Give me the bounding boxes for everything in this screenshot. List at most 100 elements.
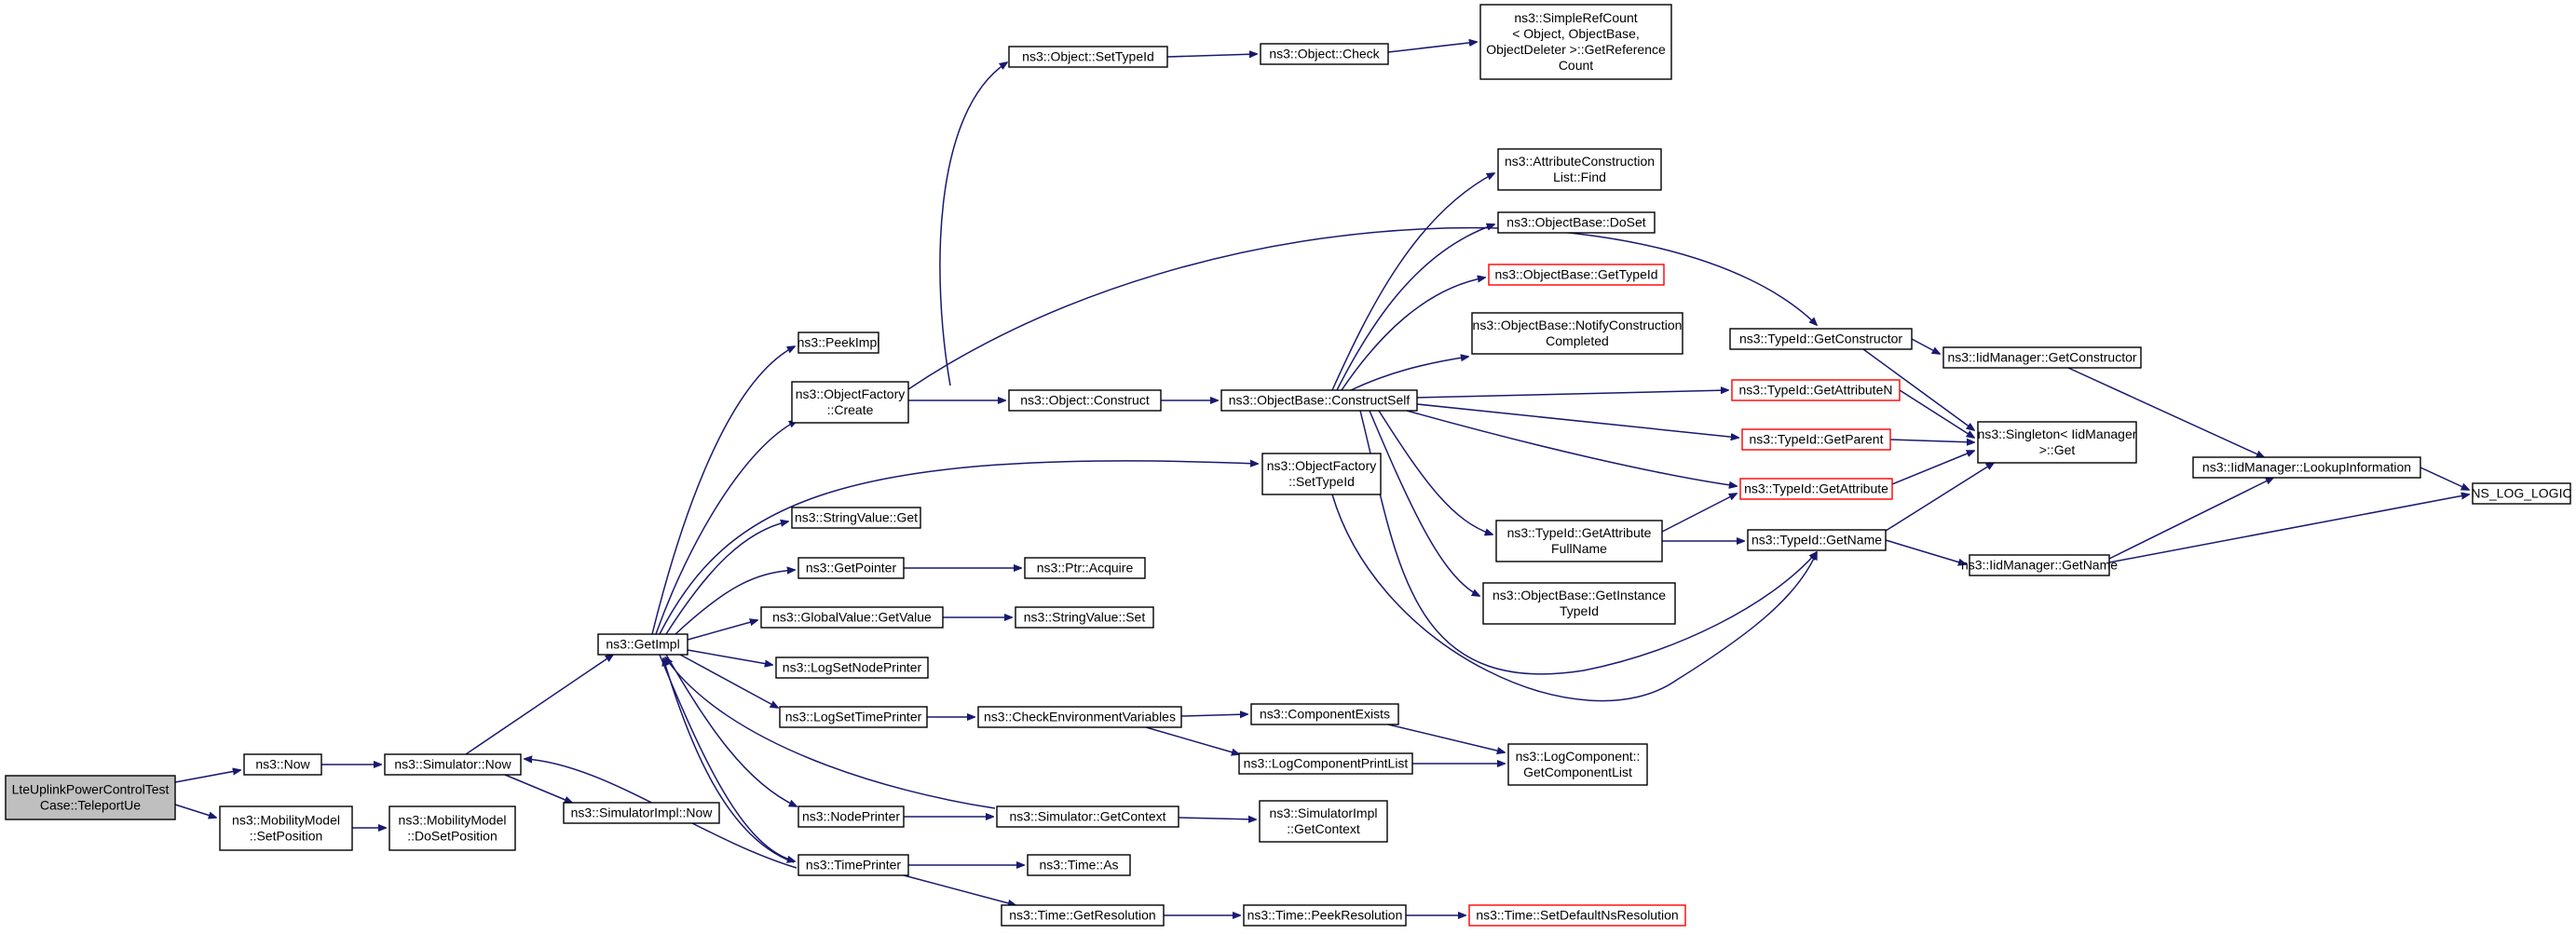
node-box [1731,379,1901,401]
node-peekimpl[interactable]: ns3::PeekImpl [797,332,880,354]
node-lognode[interactable]: ns3::LogSetNodePrinter [775,657,929,679]
node-label: ::SetTypeId [1288,474,1355,489]
node-label: ns3::LogSetTimePrinter [785,710,922,724]
node-label: ns3::Object::Construct [1020,393,1150,408]
node-box [1001,904,1165,927]
node-mmset[interactable]: ns3::MobilityModel::SetPosition [219,805,353,851]
node-iidlookup[interactable]: ns3::IidManager::LookupInformation [2192,456,2421,479]
node-gvgetvalue[interactable]: ns3::GlobalValue::GetValue [760,606,944,629]
node-now[interactable]: ns3::Now [243,753,322,776]
edge-tidgetparent-to-singleton [1889,440,1974,442]
node-ofsettid[interactable]: ns3::ObjectFactory::SetTypeId [1261,453,1382,495]
node-obgettid[interactable]: ns3::ObjectBase::GetTypeId [1488,264,1665,286]
node-timeprinter[interactable]: ns3::TimePrinter [797,854,909,876]
node-simimplctx[interactable]: ns3::SimulatorImpl::GetContext [1259,800,1388,843]
node-label: LteUplinkPowerControlTest [12,782,170,797]
node-logcomplist[interactable]: ns3::LogComponentPrintList [1238,752,1413,775]
edge-line [2067,367,2264,457]
node-srcget[interactable]: ns3::SimpleRefCount< Object, ObjectBase,… [1479,4,1672,80]
node-obdoset[interactable]: ns3::ObjectBase::DoSet [1497,211,1656,234]
node-mmdoset[interactable]: ns3::MobilityModel::DoSetPosition [388,805,516,851]
node-obconstructself[interactable]: ns3::ObjectBase::ConstructSelf [1220,389,1418,412]
node-timesetdef[interactable]: ns3::Time::SetDefaultNsResolution [1468,904,1686,927]
node-box [1015,606,1154,629]
node-box [1969,554,2110,576]
node-label: ns3::SimulatorImpl [1270,805,1378,820]
edge-obconstructself-to-tidgetparent [1416,403,1738,438]
node-label: ns3::Time::SetDefaultNsResolution [1476,908,1678,923]
node-timepeekres[interactable]: ns3::Time::PeekResolution [1243,904,1407,927]
node-label: ns3::ObjectFactory [1267,458,1377,473]
node-ofcreate[interactable]: ns3::ObjectFactory::Create [791,381,909,424]
edge-line [2108,494,2469,563]
edge-objsettid-to-objcheck [1166,54,1257,57]
edge-line [1180,714,1247,716]
node-box [1495,520,1663,562]
node-nslog[interactable]: NS_LOG_LOGIC [2471,482,2572,505]
node-label: ns3::MobilityModel [232,813,340,828]
node-iidgetctor[interactable]: ns3::IidManager::GetConstructor [1942,346,2142,369]
edge-getimpl-to-strget [665,521,788,635]
node-label: ::DoSetPosition [407,829,497,844]
edge-line [465,655,613,755]
edge-line [659,461,1258,635]
node-objsettid[interactable]: ns3::Object::SetTypeId [1008,46,1168,68]
node-box [760,606,944,629]
node-box [797,557,905,579]
node-tidgetattr[interactable]: ns3::TypeId::GetAttribute [1739,478,1893,500]
node-label: ns3::CheckEnvironmentVariables [984,710,1176,724]
node-label: ns3::SimpleRefCount [1514,10,1637,25]
node-root[interactable]: LteUplinkPowerControlTestCase::TeleportU… [5,775,176,820]
node-objconstruct[interactable]: ns3::Object::Construct [1008,389,1162,412]
node-box [1008,46,1168,68]
node-label: ns3::LogSetNodePrinter [783,660,922,675]
node-objcheck[interactable]: ns3::Object::Check [1260,43,1389,65]
node-box [563,802,720,824]
node-strset[interactable]: ns3::StringValue::Set [1015,606,1154,629]
edge-ofsettid-to-tidgetname [1331,494,1817,702]
edge-getimpl-to-lognode [687,649,772,665]
node-box [384,753,522,776]
node-tidgetparent[interactable]: ns3::TypeId::GetParent [1741,428,1891,451]
node-getimpl[interactable]: ns3::GetImpl [597,633,688,656]
edge-getimpl-to-logtime [679,654,778,708]
node-singleton[interactable]: ns3::Singleton< IidManager>::Get [1977,421,2137,464]
node-lcgetlist[interactable]: ns3::LogComponent::GetComponentList [1507,743,1648,786]
node-nodeprinter[interactable]: ns3::NodePrinter [797,805,905,828]
node-simgetctx[interactable]: ns3::Simulator::GetContext [996,805,1179,828]
node-ptracquire[interactable]: ns3::Ptr::Acquire [1024,557,1146,579]
node-tidgetname[interactable]: ns3::TypeId::GetName [1747,529,1887,551]
node-box [1008,389,1162,412]
node-compexists[interactable]: ns3::ComponentExists [1250,703,1399,725]
edge-iidgetname-to-iidlookup [2108,478,2273,560]
edge-line [1336,224,1494,391]
node-label: ns3::TypeId::GetParent [1750,432,1884,447]
node-box [791,381,909,424]
edge-line [687,649,772,665]
node-strget[interactable]: ns3::StringValue::Get [791,507,921,529]
node-tidgetattrn[interactable]: ns3::TypeId::GetAttributeN [1731,379,1901,401]
edge-checkenv-to-logcomplist [1145,726,1239,754]
node-label: GetComponentList [1523,765,1632,779]
node-timegetres[interactable]: ns3::Time::GetResolution [1001,904,1165,927]
edge-obconstructself-to-obgettid [1341,277,1485,391]
edge-line [174,804,216,818]
node-simimplnow[interactable]: ns3::SimulatorImpl::Now [563,802,720,824]
node-box [597,633,688,656]
node-iidgetname[interactable]: ns3::IidManager::GetName [1961,554,2118,576]
node-checkenv[interactable]: ns3::CheckEnvironmentVariables [977,706,1182,728]
node-box [388,805,516,851]
node-obnotify[interactable]: ns3::ObjectBase::NotifyConstructionCompl… [1471,312,1683,355]
node-tidgetctor[interactable]: ns3::TypeId::GetConstructor [1729,328,1913,350]
node-simnow[interactable]: ns3::Simulator::Now [384,753,522,776]
edge-tidgetattr-to-singleton [1891,451,1974,485]
node-label: ns3::NodePrinter [802,809,900,824]
node-box [243,753,322,776]
node-logtime[interactable]: ns3::LogSetTimePrinter [779,706,928,728]
node-timeas[interactable]: ns3::Time::As [1027,854,1131,876]
edge-checkenv-to-compexists [1180,714,1247,716]
node-getpointer[interactable]: ns3::GetPointer [797,557,905,579]
